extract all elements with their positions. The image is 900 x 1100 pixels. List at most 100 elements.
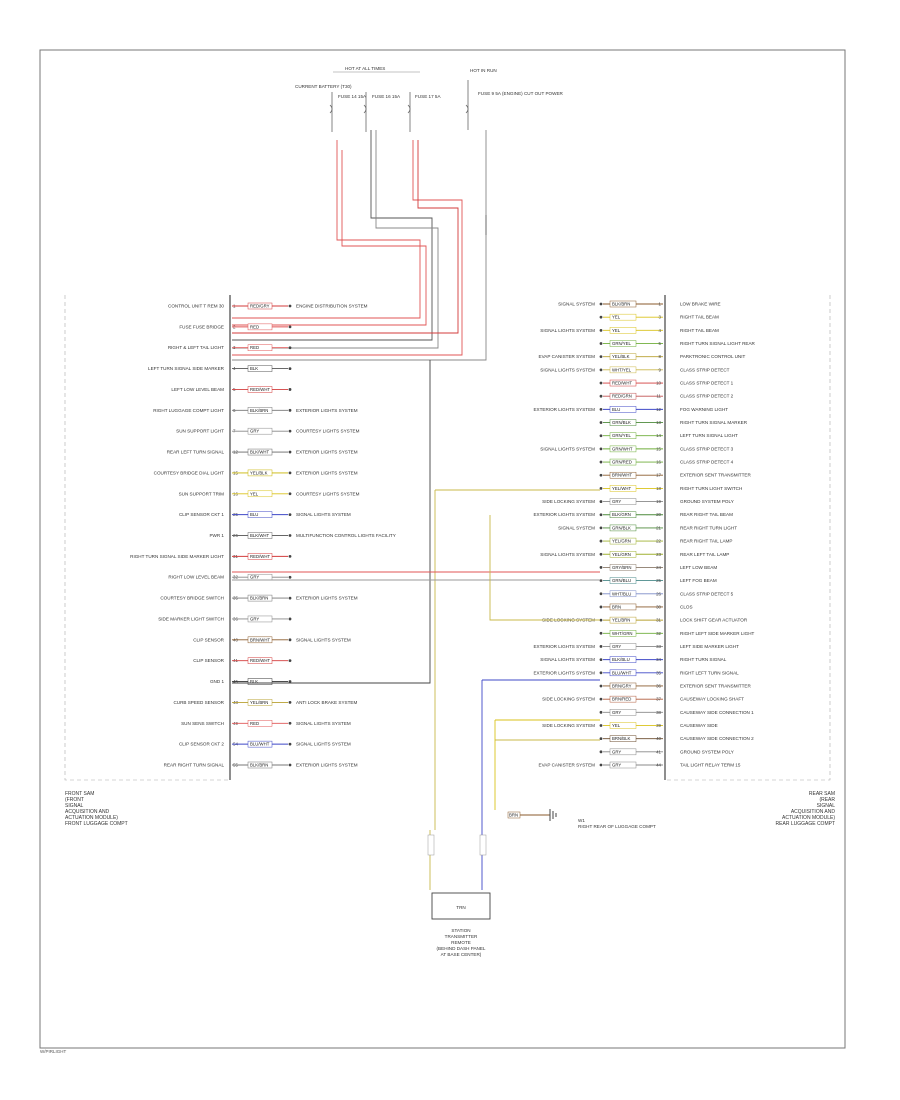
row-label: CONTROL UNIT T REM 30	[168, 304, 224, 309]
row-destination: COURTESY LIGHTS SYSTEM	[296, 429, 360, 434]
row-destination: EXTERIOR LIGHTS SYSTEM	[296, 470, 358, 475]
row-label: CLIP SENSOR	[193, 658, 224, 663]
row-label: LEFT TURN SIGNAL SIDE MARKER	[148, 366, 225, 371]
row-source: SIGNAL LIGHTS SYSTEM	[540, 367, 595, 372]
row-label: TAIL LIGHT RELAY TERM 15	[680, 763, 741, 768]
wire-color-box	[609, 366, 637, 374]
connector-pin	[599, 381, 603, 385]
connector-pin	[288, 429, 292, 433]
pin-number: 33	[656, 644, 661, 649]
left-row: LEFT TURN SIGNAL SIDE MARKER4BLK	[148, 365, 292, 372]
power-wires	[232, 130, 487, 361]
row-destination: EXTERIOR LIGHTS SYSTEM	[296, 450, 358, 455]
row-source: EVAP CANISTER SYSTEM	[539, 354, 596, 359]
row-label: CLIP SENSOR	[193, 637, 224, 642]
wire-color-box	[609, 643, 637, 650]
pin-number: 24	[656, 565, 661, 570]
wire-color: YEL/BLK	[250, 470, 268, 475]
wire-color: GRN/YEL	[612, 341, 631, 346]
wire-color-box	[247, 615, 273, 623]
connector-pin	[599, 684, 603, 688]
row-label: RIGHT TAIL BEAM	[680, 315, 719, 320]
wire-color-box	[609, 327, 637, 334]
row-source: SIDE LOCKING SYSTEM	[542, 697, 595, 702]
connector-pin	[599, 605, 603, 609]
wire-color-box	[609, 616, 637, 624]
connector-pin	[288, 388, 292, 391]
connector-pin	[288, 575, 292, 579]
fuse-block: HOT AT ALL TIMES CURRENT BATTERY (T30) F…	[295, 66, 564, 132]
wire-color-box	[609, 353, 637, 360]
wire-color: GRN/BLK	[612, 420, 631, 425]
row-source: SIGNAL SYSTEM	[558, 525, 595, 530]
wire-color-box	[609, 603, 637, 611]
connector-pin	[288, 513, 292, 517]
wire-color: BLU/WHT	[250, 742, 270, 747]
wire-color: BLK/BRN	[250, 596, 268, 601]
connector-pin	[288, 304, 292, 308]
wire-color: GRN/BLK	[612, 525, 631, 530]
connector-pin	[599, 487, 603, 490]
fuse-block-title: HOT AT ALL TIMES	[345, 66, 385, 71]
connector-pin	[288, 638, 292, 642]
left-module-footer: FRONT LUGGAGE COMPT	[65, 821, 128, 827]
wire-color-box	[247, 344, 273, 351]
wire-color-box	[247, 553, 273, 560]
pin-number: 4	[659, 328, 662, 333]
connector-pin	[599, 671, 603, 675]
wire-color-box	[247, 720, 273, 727]
pin-number: 9	[659, 367, 662, 372]
connector-pin	[288, 325, 292, 329]
wire-color: WHT/GRN	[612, 631, 633, 636]
right-module-footer: ACTUATION MODULE)	[782, 815, 835, 821]
row-label: PARKTRONIC CONTROL UNIT	[680, 354, 746, 359]
row-label: SUN SENS SWITCH	[181, 721, 224, 726]
wire-color-box	[609, 313, 637, 321]
wire-color: RED/WHT	[250, 387, 270, 392]
left-row: FUSE FUSE BRIDGE2RED	[179, 323, 292, 331]
pin-number: 18	[656, 486, 661, 491]
connector-pin	[599, 394, 603, 398]
row-label: RIGHT & LEFT TAIL LIGHT	[168, 345, 224, 350]
row-label: RIGHT TURN SIGNAL LIGHT REAR	[680, 341, 756, 346]
row-label: CAUSEWAY SIDE	[680, 723, 718, 728]
row-label: CLASS STRIP DETECT 4	[680, 460, 734, 465]
row-label: RIGHT LEFT SIDE MARKER LIGHT	[680, 631, 755, 636]
right-module-footer: ACQUISITION AND	[791, 809, 836, 815]
row-label: RIGHT LOW LEVEL BEAM	[168, 575, 224, 580]
row-label: CLIP SENSOR CKT 2	[179, 742, 224, 747]
row-label: REAR LEFT TAIL LAMP	[680, 552, 729, 557]
row-source: EXTERIOR LIGHTS SYSTEM	[533, 407, 595, 412]
row-source: EXTERIOR LIGHTS SYSTEM	[533, 670, 595, 675]
wire-color: BLK/BLU	[612, 657, 630, 662]
left-module-footer: ACQUISITION AND	[65, 809, 110, 815]
wire-color-box	[247, 386, 273, 393]
row-label: RIGHT TURN SIGNAL SIDE MARKER LIGHT	[130, 554, 224, 559]
wire-color-box	[247, 407, 273, 414]
row-destination: SIGNAL LIGHTS SYSTEM	[296, 742, 351, 747]
wire-color: RED/GRN	[612, 394, 632, 399]
battery-label: CURRENT BATTERY (T30)	[295, 84, 352, 89]
bottom-block-desc: AT BASE CENTER)	[441, 952, 482, 957]
wire-color: GRY	[250, 616, 259, 621]
wire-color-box	[247, 448, 273, 456]
wire-color: YEL/GRN	[612, 552, 631, 557]
wire-color: GRY	[250, 575, 259, 580]
wire-color-box	[609, 419, 637, 426]
connector-pin	[599, 355, 603, 359]
